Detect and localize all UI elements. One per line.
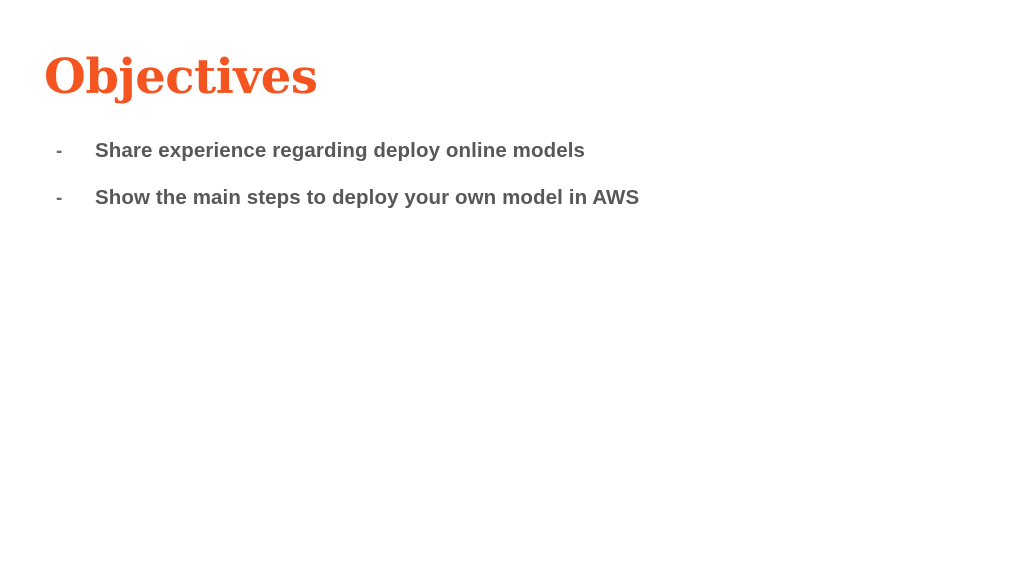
slide-empty-content-area (0, 240, 1024, 576)
list-item: - Share experience regarding deploy onli… (56, 136, 956, 167)
list-item: - Show the main steps to deploy your own… (56, 183, 956, 214)
list-item-label: Show the main steps to deploy your own m… (95, 186, 640, 209)
objectives-bullet-list: - Share experience regarding deploy onli… (56, 136, 956, 230)
dash-bullet-icon: - (56, 188, 63, 209)
page-title: Objectives (44, 49, 318, 105)
dash-bullet-icon: - (56, 141, 63, 162)
list-item-label: Share experience regarding deploy online… (95, 139, 586, 162)
